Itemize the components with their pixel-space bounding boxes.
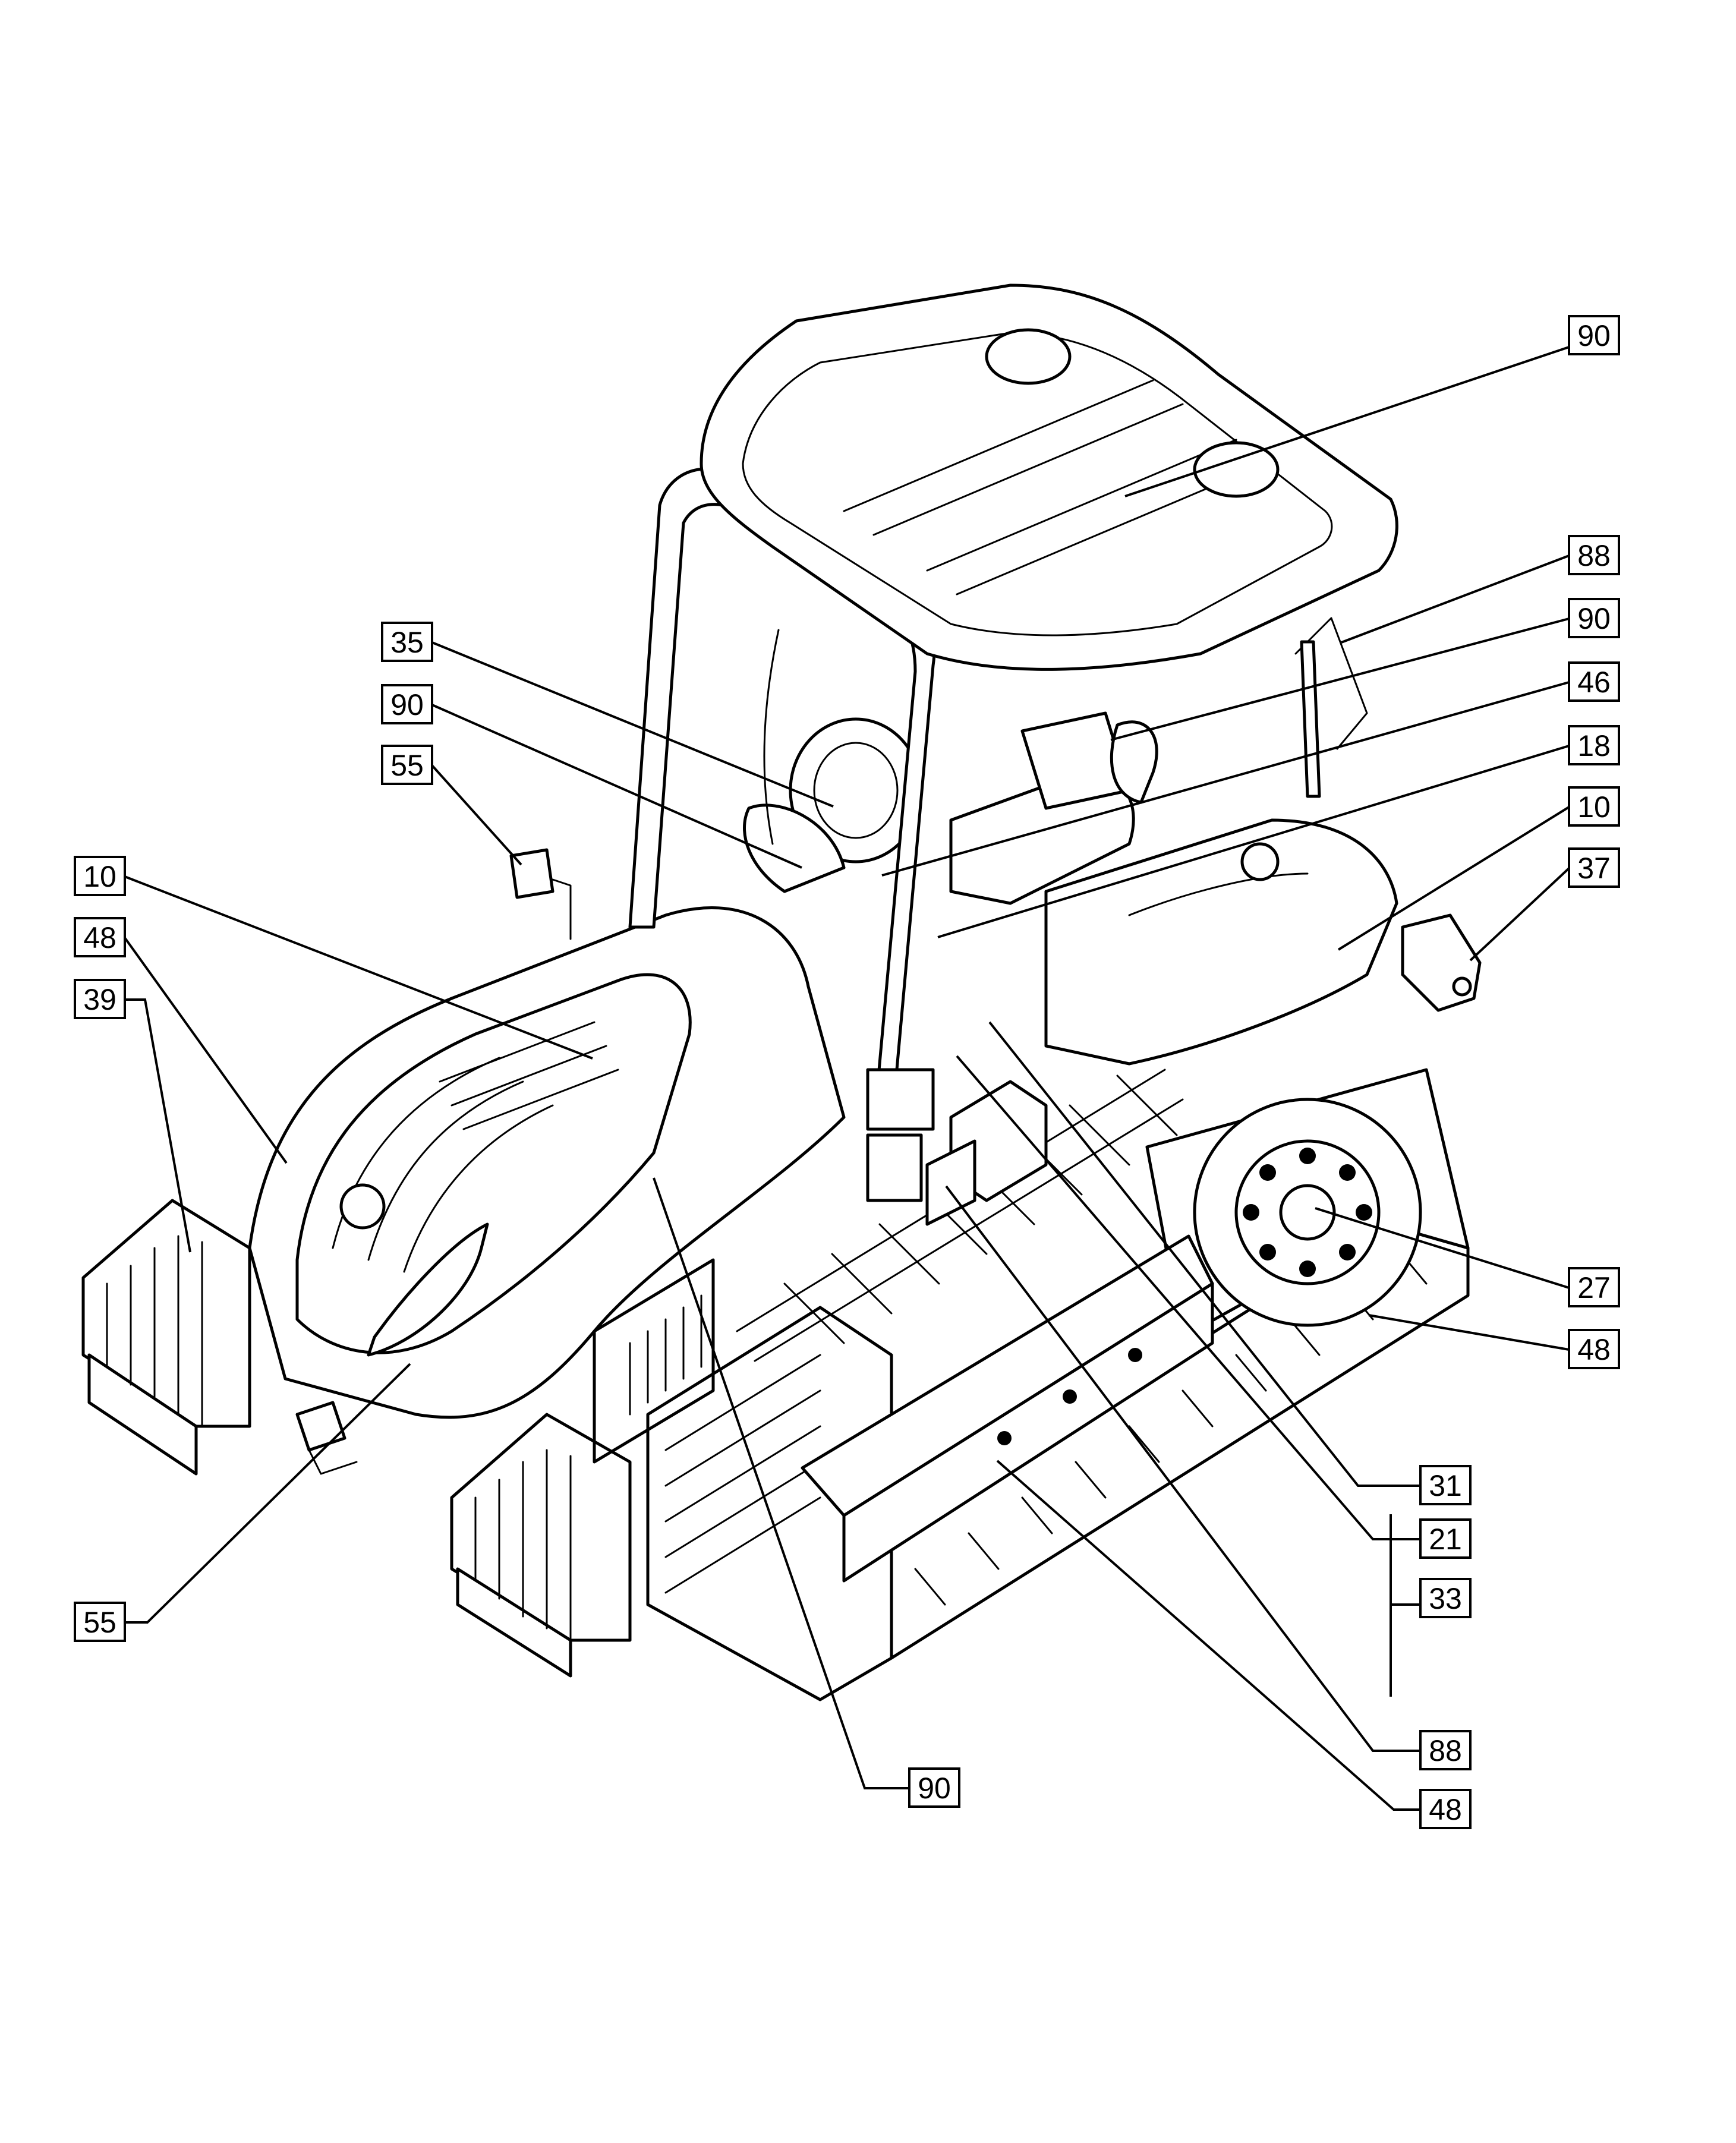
callout-37: 37: [1568, 847, 1620, 888]
callout-labels: 90 88 90 46 18 10 37 35: [74, 315, 1620, 1829]
svg-text:48: 48: [1429, 1793, 1462, 1826]
svg-text:88: 88: [1577, 539, 1611, 572]
svg-text:31: 31: [1429, 1469, 1462, 1502]
svg-text:18: 18: [1577, 729, 1611, 762]
callout-31: 31: [1419, 1465, 1472, 1505]
callout-55-bottom: 55: [74, 1602, 126, 1642]
hood: [248, 906, 846, 1464]
svg-text:88: 88: [1429, 1734, 1462, 1767]
callout-90-cab: 90: [1568, 598, 1620, 638]
callout-88-bottom: 88: [1419, 1730, 1472, 1770]
left-track: [646, 1234, 1214, 1701]
svg-text:90: 90: [390, 688, 424, 721]
svg-text:21: 21: [1429, 1523, 1462, 1556]
svg-text:33: 33: [1429, 1582, 1462, 1615]
seat: [949, 711, 1158, 905]
callout-18: 18: [1568, 725, 1620, 765]
callout-48-right: 48: [1568, 1329, 1620, 1369]
svg-text:90: 90: [918, 1772, 951, 1805]
svg-text:35: 35: [390, 626, 424, 659]
svg-text:48: 48: [83, 921, 116, 954]
callout-55-top: 55: [381, 745, 433, 785]
svg-text:48: 48: [1577, 1333, 1611, 1366]
callout-leaders: [124, 346, 1570, 1811]
tractor-illustration: [81, 283, 1482, 1701]
callout-46: 46: [1568, 661, 1620, 702]
svg-text:10: 10: [1577, 790, 1611, 824]
battery-box: [925, 1080, 1048, 1226]
callout-10-right: 10: [1568, 786, 1620, 827]
svg-text:55: 55: [83, 1606, 116, 1639]
svg-text:39: 39: [83, 983, 116, 1016]
callout-48-left: 48: [74, 917, 126, 957]
svg-text:10: 10: [83, 860, 116, 893]
svg-text:90: 90: [1577, 602, 1611, 635]
callout-10-left: 10: [74, 856, 126, 896]
callout-27: 27: [1568, 1267, 1620, 1307]
side-bracket: [509, 848, 572, 940]
svg-text:37: 37: [1577, 852, 1611, 885]
svg-text:46: 46: [1577, 666, 1611, 699]
callout-21: 21: [1419, 1518, 1472, 1559]
callout-88-right: 88: [1568, 535, 1620, 575]
callout-90-seat: 90: [381, 684, 433, 724]
callout-90-roof: 90: [1568, 315, 1620, 355]
tow-hook: [295, 1401, 358, 1475]
svg-text:27: 27: [1577, 1271, 1611, 1304]
svg-text:90: 90: [1577, 319, 1611, 352]
front-ballast: [81, 1199, 632, 1678]
callout-39: 39: [74, 979, 126, 1019]
svg-text:55: 55: [390, 749, 424, 782]
canopy: [700, 283, 1398, 845]
callout-90-bottom: 90: [908, 1767, 960, 1808]
fender-right: [1044, 818, 1398, 1066]
callout-33: 33: [1419, 1578, 1472, 1618]
callout-48-bottom: 48: [1419, 1789, 1472, 1829]
callout-35: 35: [381, 622, 433, 662]
rear-hitch: [1401, 913, 1482, 1012]
